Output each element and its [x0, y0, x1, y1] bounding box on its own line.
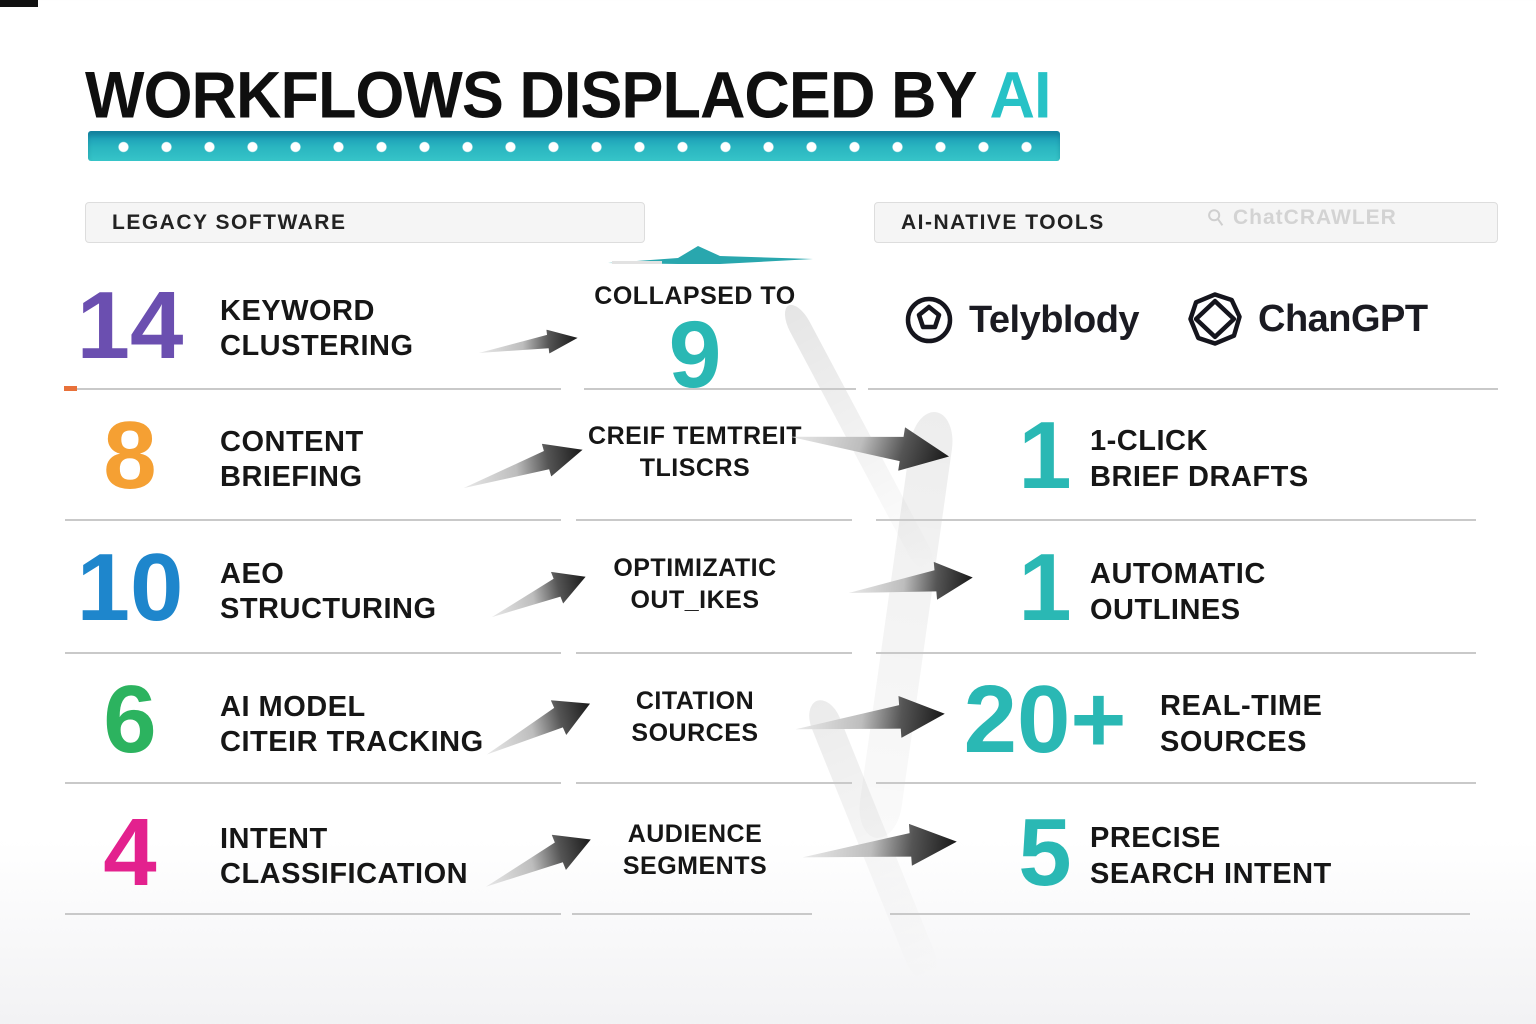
transform-label-line1: AUDIENCE: [627, 820, 763, 848]
transform-label: COLLAPSED TO: [594, 282, 796, 310]
row-label-line2: STRUCTURING: [220, 593, 437, 625]
transform-label-line2: OUT_IKES: [630, 586, 760, 614]
row-label-line1: AI MODEL: [220, 691, 366, 723]
result-label-line2: SOURCES: [1160, 726, 1307, 758]
transform-label-line2: TLISCRS: [639, 454, 751, 482]
page-title-accent: AI: [989, 59, 1052, 132]
transform-label-line1: CITATION: [635, 687, 755, 715]
teal-swoosh-icon: [608, 246, 813, 264]
page-title: WORKFLOWS DISPLACED BY AI: [85, 58, 1185, 133]
title-underline-bar: [88, 131, 1060, 161]
divider: [77, 388, 561, 390]
row-label-line2: CLASSIFICATION: [220, 858, 469, 890]
result-label-line2: OUTLINES: [1090, 594, 1241, 626]
row-count: 4: [103, 799, 157, 906]
result-label: AUTOMATIC OUTLINES: [1090, 556, 1490, 628]
decor-dash: [612, 261, 662, 264]
row-label: AEO STRUCTURING: [220, 557, 580, 627]
divider: [65, 519, 561, 521]
result-count: 5: [1018, 799, 1072, 906]
result-label-line2: SEARCH INTENT: [1090, 858, 1332, 890]
header-watermark: ChatCRAWLER: [1205, 206, 1397, 230]
orange-tick: [64, 386, 77, 391]
divider: [876, 782, 1476, 784]
divider: [876, 652, 1476, 654]
row-label-line2: CITEIR TRACKING: [220, 726, 484, 758]
result-count: 1: [1018, 402, 1072, 509]
divider: [576, 652, 852, 654]
result-count: 20+: [963, 666, 1127, 773]
row-label-line2: BRIEFING: [220, 461, 363, 493]
logo-changpt-label: ChanGPT: [1258, 297, 1428, 340]
transform-count: 9: [668, 302, 722, 408]
row-label-line2: CLUSTERING: [220, 330, 414, 362]
row-label: INTENT CLASSIFICATION: [220, 822, 580, 892]
divider: [576, 782, 852, 784]
knot-icon: [1188, 292, 1242, 346]
divider: [572, 913, 812, 915]
result-label-line1: 1-CLICK: [1090, 425, 1208, 457]
row-count: 14: [76, 272, 184, 379]
result-label-line1: AUTOMATIC: [1090, 558, 1266, 590]
row-label: AI MODEL CITEIR TRACKING: [220, 690, 580, 760]
corner-mark: [0, 0, 38, 7]
divider: [876, 519, 1476, 521]
transform-label: OPTIMIZATIC OUT_IKES: [550, 552, 840, 616]
transform-label: CREIF TEMTREIT TLISCRS: [550, 420, 840, 484]
row-count: 6: [103, 666, 157, 773]
logo-changpt: ChanGPT: [1186, 290, 1428, 348]
divider: [576, 519, 852, 521]
result-label-line1: PRECISE: [1090, 822, 1221, 854]
result-label: 1-CLICK BRIEF DRAFTS: [1090, 423, 1490, 495]
column-header-legacy: LEGACY SOFTWARE: [85, 202, 645, 243]
row-label-line1: INTENT: [220, 823, 328, 855]
result-count: 1: [1018, 534, 1072, 641]
divider: [65, 782, 561, 784]
result-label: REAL-TIME SOURCES: [1160, 688, 1536, 760]
result-label: PRECISE SEARCH INTENT: [1090, 820, 1490, 892]
logo-telyblody: Telyblody: [903, 294, 1140, 346]
badge-circle-icon: [905, 296, 953, 344]
row-label-line1: KEYWORD: [220, 295, 375, 327]
transform-label-line2: SEGMENTS: [622, 852, 768, 880]
column-header-ai-native: AI-NATIVE TOOLS: [874, 202, 1498, 243]
divider: [65, 913, 561, 915]
column-header-ai-native-label: AI-NATIVE TOOLS: [901, 210, 1105, 234]
divider: [890, 913, 1470, 915]
logo-telyblody-label: Telyblody: [969, 298, 1140, 341]
divider: [584, 388, 856, 390]
row-count: 10: [76, 534, 184, 641]
header-watermark-label: ChatCRAWLER: [1233, 206, 1397, 229]
row-label: CONTENT BRIEFING: [220, 425, 580, 495]
page-title-text: WORKFLOWS DISPLACED BY: [85, 59, 990, 132]
row-label-line1: CONTENT: [220, 426, 364, 458]
result-label-line1: REAL-TIME: [1160, 690, 1323, 722]
divider: [65, 652, 561, 654]
transform-label: CITATION SOURCES: [550, 685, 840, 749]
transform-label-line1: CREIF TEMTREIT: [588, 422, 802, 450]
column-header-legacy-label: LEGACY SOFTWARE: [112, 210, 347, 234]
crawler-glyph-icon: [1208, 209, 1224, 226]
row-label: KEYWORD CLUSTERING: [220, 294, 580, 364]
transform-label-line1: OPTIMIZATIC: [613, 554, 777, 582]
transform-label: AUDIENCE SEGMENTS: [550, 818, 840, 882]
result-label-line2: BRIEF DRAFTS: [1090, 461, 1309, 493]
row-count: 8: [103, 402, 157, 509]
row-label-line1: AEO: [220, 558, 285, 590]
divider: [868, 388, 1498, 390]
transform-label-line2: SOURCES: [631, 719, 759, 747]
